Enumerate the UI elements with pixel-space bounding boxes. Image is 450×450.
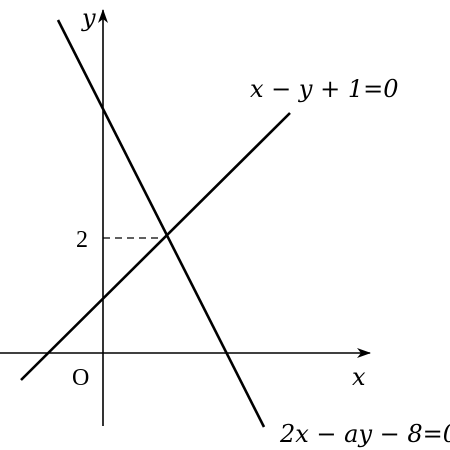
origin-label: O — [72, 365, 89, 391]
line2-equation-label: 2x − ay − 8=0 — [279, 420, 450, 448]
line-x-minus-y-plus-1 — [20, 112, 291, 381]
line1-equation-label: x − y + 1=0 — [250, 75, 398, 103]
y-tick-label-2: 2 — [76, 227, 88, 253]
x-axis-label: x — [352, 363, 366, 391]
y-axis-label: y — [81, 4, 96, 32]
line-2x-minus-ay-minus-8 — [56, 19, 266, 428]
